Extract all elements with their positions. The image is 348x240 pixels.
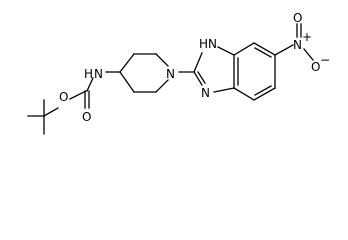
nitro-nitrogen-charge: +: [302, 30, 312, 44]
atom-imidazole-nitrogen: N: [201, 86, 210, 100]
atom-piperidine-nitrogen: N: [166, 67, 175, 81]
chemical-structure-diagram: O O H N N H N N: [27, 11, 330, 135]
atom-carbamate-hydrogen: H: [84, 67, 93, 81]
atom-imidazole-nh-nitrogen: N: [208, 37, 217, 51]
bond-c4-c3a: [233, 87, 255, 101]
atom-nitro-oxygen-top: O: [293, 11, 302, 25]
atom-carbonyl-oxygen: O: [82, 110, 91, 124]
nitro-group: N + O O −: [293, 11, 330, 74]
bond-ester-oxygen-to-carbonyl-carbon: [69, 90, 87, 100]
atom-ester-oxygen: O: [59, 90, 68, 104]
nitro-oxygen-charge: −: [320, 53, 330, 67]
bond-c7a-c7: [233, 42, 255, 56]
bond-c2-n3-double: [197, 71, 206, 84]
benzene-ring: [233, 42, 294, 101]
atom-nitro-nitrogen: N: [293, 38, 302, 52]
carbamate-group: O O H N: [59, 67, 121, 124]
piperidine-ring: N: [119, 53, 195, 93]
bond-c5-c4-double: [254, 85, 272, 96]
bond-pip-c5-c4: [119, 71, 135, 93]
bond-benzene-to-nitro: [274, 44, 294, 56]
bond-n1-c7a: [217, 46, 235, 56]
bond-n3-c3a: [213, 87, 235, 93]
bond-tbu-to-ester-oxygen: [43, 107, 59, 117]
bond-pip-c2-n: [155, 53, 169, 67]
imidazole-ring: H N N: [193, 37, 235, 100]
bond-c7-c6-double: [254, 47, 272, 58]
atom-carbamate-nitrogen: N: [94, 67, 103, 81]
bond-pip-c4-c3: [119, 53, 135, 73]
bond-carbonyl-carbon-to-nh: [86, 77, 94, 92]
bond-c7-c6: [253, 42, 276, 56]
bond-c2-n1h: [193, 52, 203, 73]
bond-c2-n3: [193, 71, 203, 86]
tert-butyl-group: [27, 99, 59, 135]
bond-c5-c4: [253, 87, 276, 101]
bond-nitro-n-o-bottom: [303, 48, 314, 61]
bond-pip-n-c6: [155, 79, 169, 93]
atom-imidazole-hydrogen: H: [199, 37, 208, 51]
atom-nitro-oxygen-bottom: O: [311, 60, 320, 74]
